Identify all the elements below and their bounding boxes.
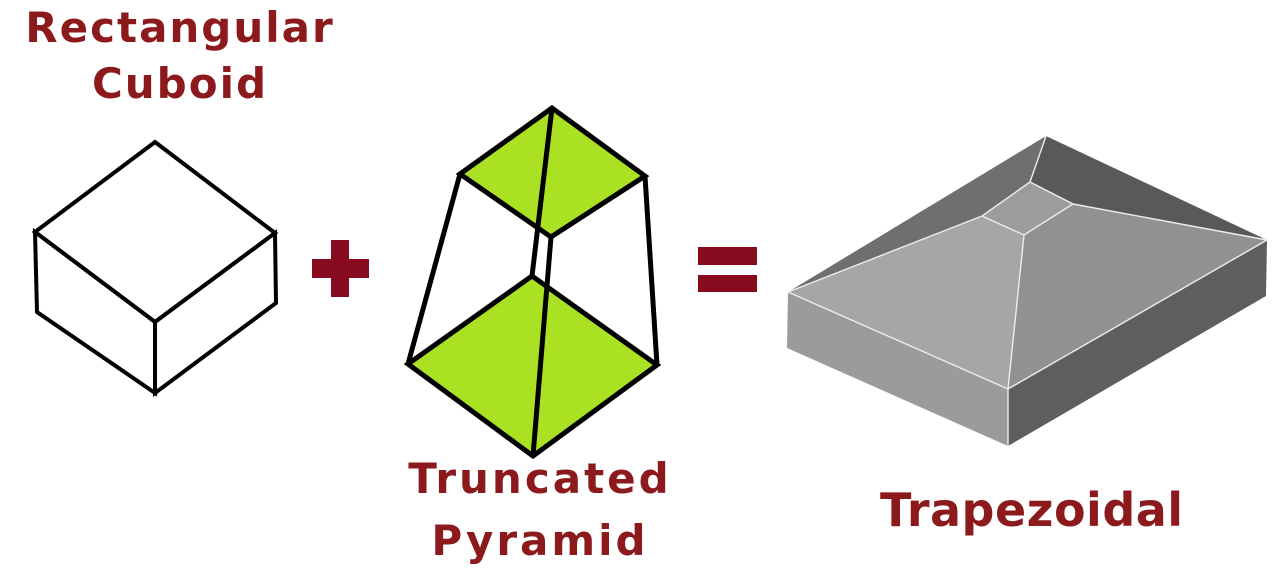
truncated-pyramid-shape <box>403 104 662 460</box>
trapezoid-slope-nw-face <box>788 136 1046 292</box>
pyramid-back-slant-edge <box>529 107 555 277</box>
cuboid-label-line2: Cuboid <box>91 59 269 108</box>
pyramid-right-slant-edge <box>642 175 660 366</box>
trapezoid-slab-right-side <box>1008 240 1267 446</box>
trapezoid-top-face <box>982 182 1073 235</box>
pyramid-label-line1: Truncated <box>408 454 672 503</box>
plus-icon <box>312 240 369 297</box>
rectangular-cuboid-shape <box>31 139 279 397</box>
pyramid-label: Truncated Pyramid <box>390 448 690 572</box>
pyramid-front-slant-edge <box>530 236 554 457</box>
trapezoidal-label-line1: Trapezoidal <box>880 483 1184 537</box>
pyramid-label-line2: Pyramid <box>431 516 649 565</box>
equals-top-bar <box>698 247 757 265</box>
pyramid-left-slant-edge <box>405 173 463 365</box>
pyramid-top-face <box>455 104 650 241</box>
equals-icon <box>698 247 757 292</box>
trapezoid-edge-lines <box>787 135 1268 446</box>
trapezoidal-label: Trapezoidal <box>880 483 1184 537</box>
plus-horizontal-bar <box>312 259 369 278</box>
trapezoid-slope-ne-face <box>1030 136 1267 240</box>
trapezoidal-shape <box>787 135 1268 446</box>
cuboid-label-line1: Rectangular <box>25 3 335 52</box>
trapezoid-slope-sw-face <box>788 216 1024 389</box>
trapezoid-slab-left-side <box>787 292 1008 446</box>
pyramid-bottom-face <box>403 272 662 460</box>
equals-bottom-bar <box>698 275 757 292</box>
cuboid-right-face <box>153 229 279 397</box>
cuboid-label: Rectangular Cuboid <box>0 0 360 112</box>
trapezoid-slope-se-face <box>1008 204 1267 389</box>
